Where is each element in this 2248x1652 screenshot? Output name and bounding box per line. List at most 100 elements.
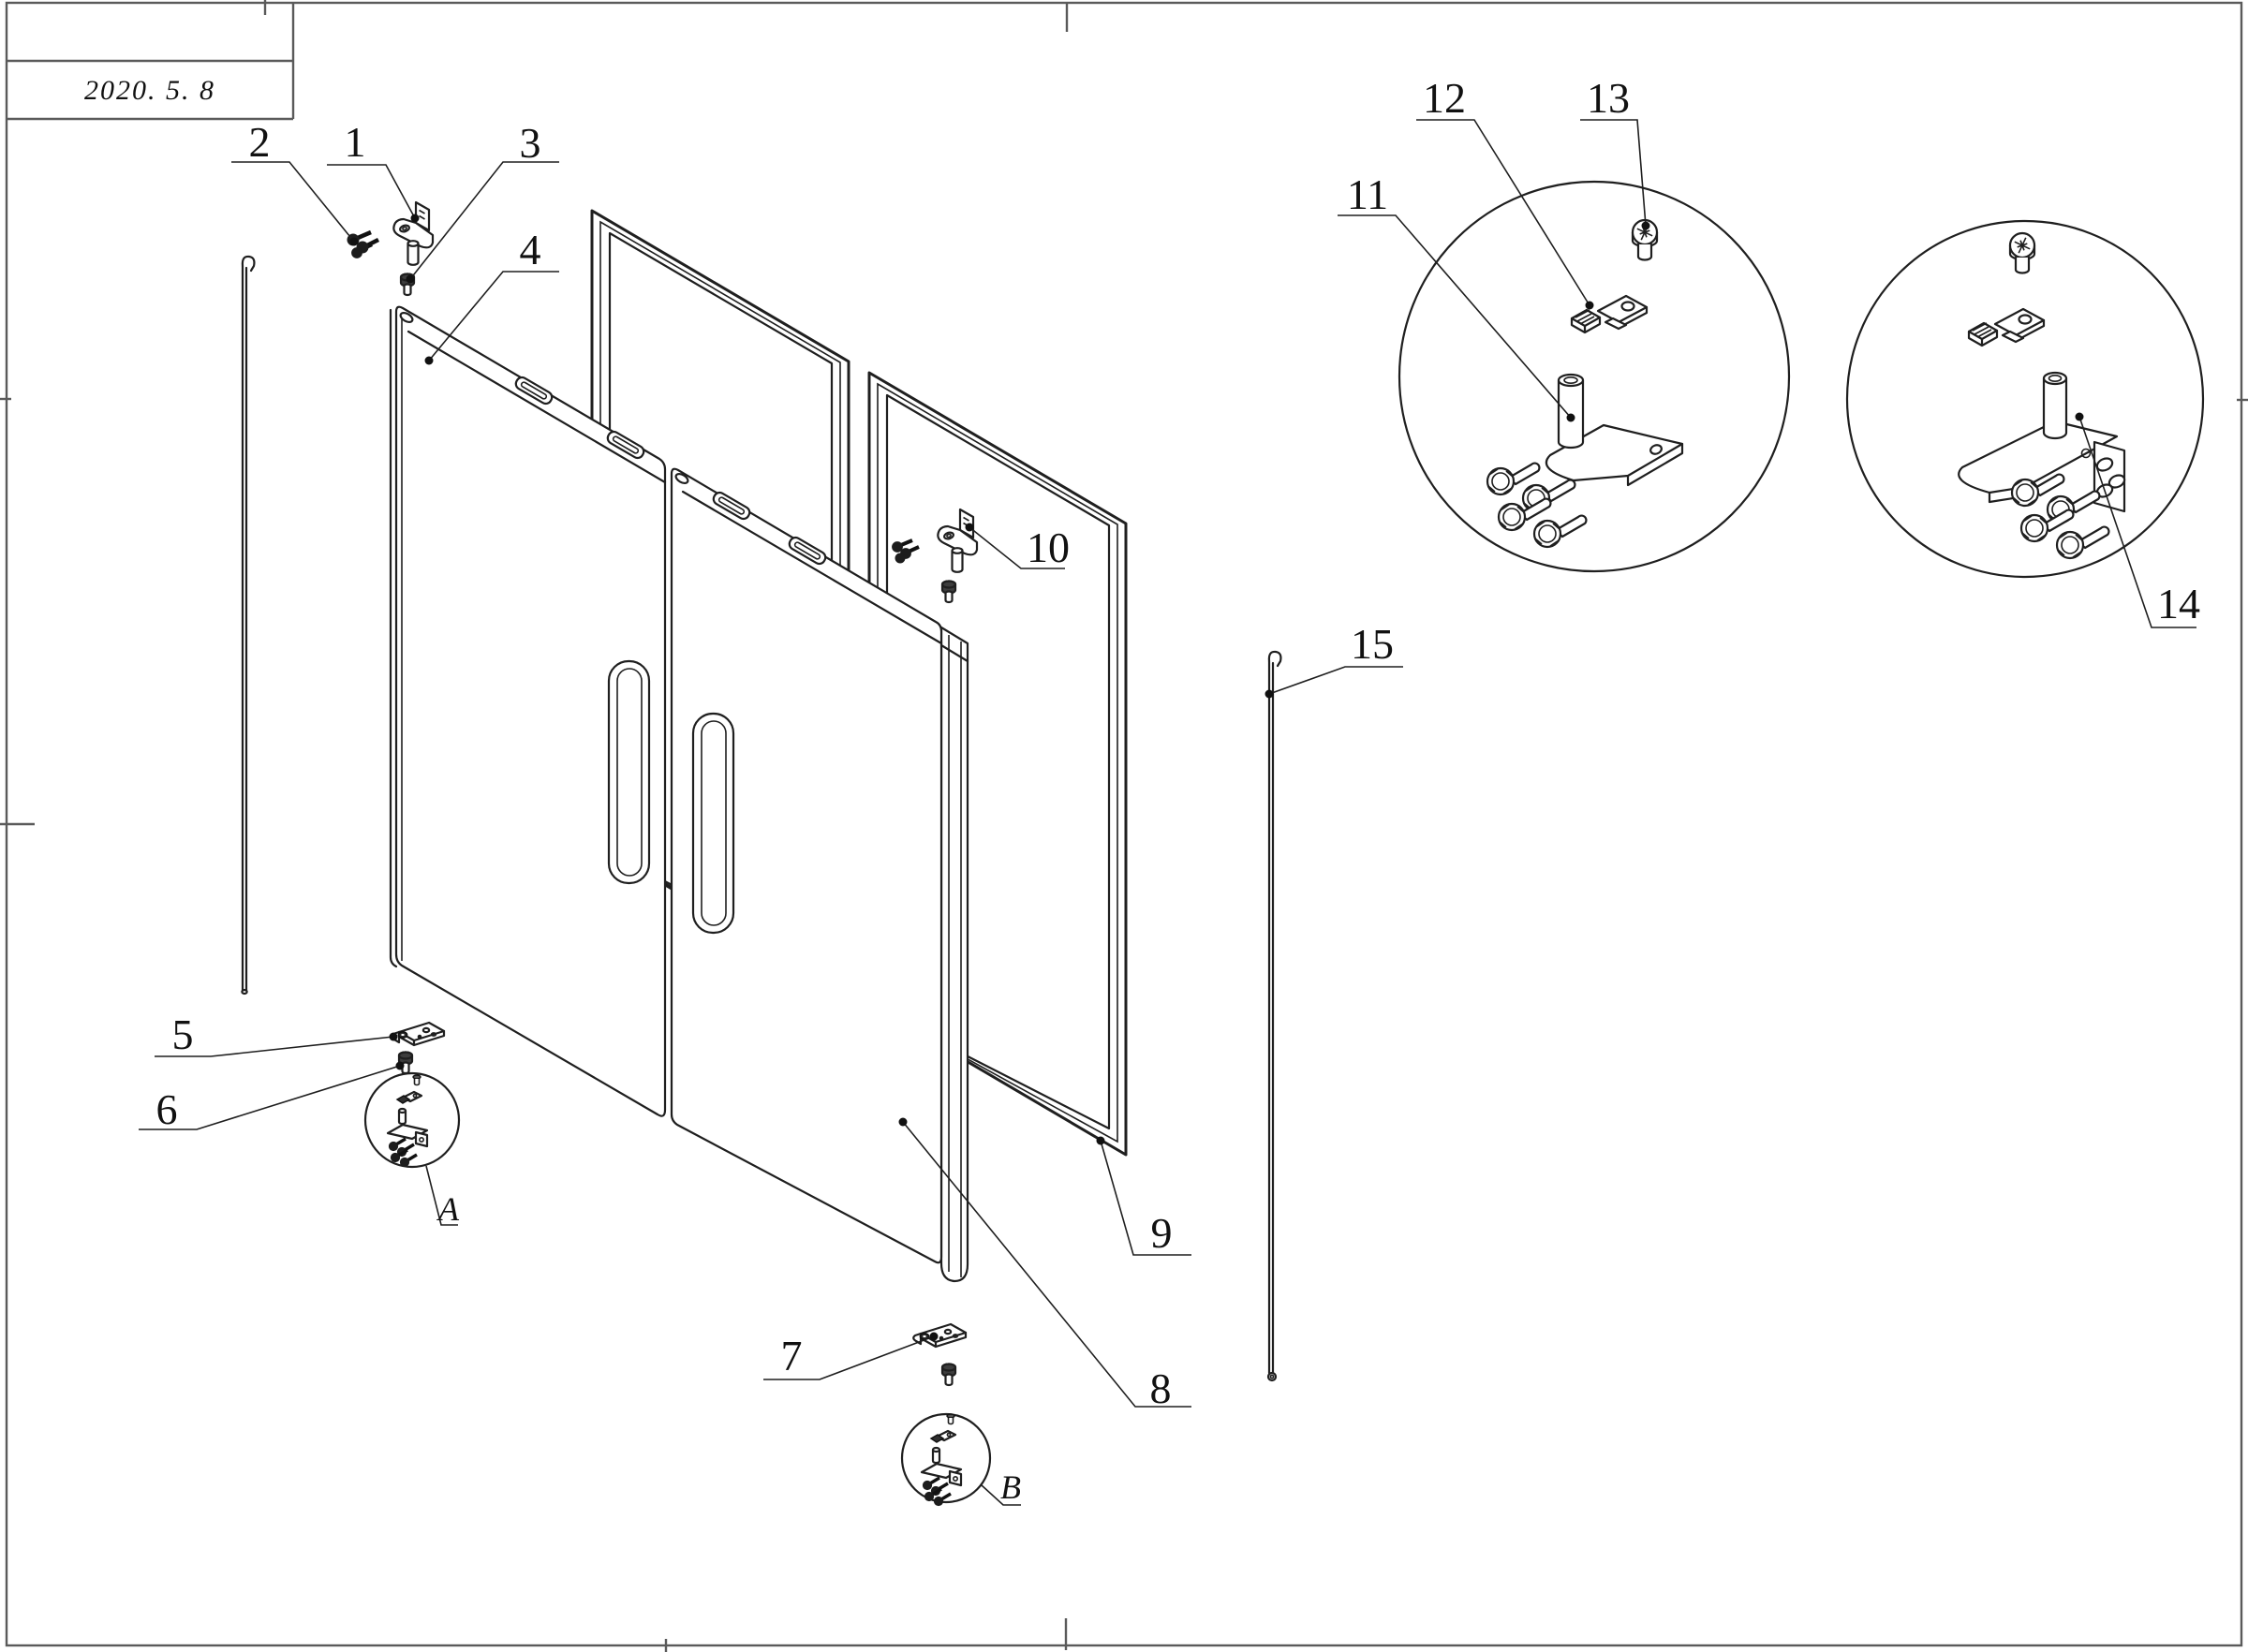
- revision-date: 2020. 5. 8: [84, 75, 215, 106]
- door-panel-right: [670, 467, 969, 1283]
- callout-label: 14: [2157, 580, 2200, 627]
- callout-dot: [389, 1032, 398, 1041]
- callout-leader-line: [155, 1036, 394, 1057]
- callout-leader-line: [1338, 214, 1572, 419]
- callout-A: A: [425, 1165, 460, 1228]
- part-11-hinge-pin-plate: [1545, 373, 1684, 487]
- part-7-bottom-hinge-plate: [912, 1322, 968, 1349]
- callout-dot: [1566, 413, 1575, 422]
- callout-B: B: [981, 1468, 1021, 1506]
- detail-circle: [1398, 180, 1791, 573]
- callout-leader-line: [981, 1484, 1021, 1506]
- callout-label: A: [436, 1190, 460, 1228]
- callout-11: 11: [1338, 170, 1575, 422]
- callout-label: 9: [1151, 1209, 1173, 1257]
- callout-label: 11: [1347, 170, 1388, 218]
- part-5-bottom-hinge-plate: [391, 1021, 446, 1047]
- callout-15: 15: [1264, 620, 1403, 699]
- callout-label: 6: [156, 1085, 178, 1133]
- part-10-screw-set: [892, 538, 920, 564]
- callout-8: 8: [898, 1117, 1191, 1412]
- part-1-top-hinge-bracket: [392, 200, 435, 266]
- callout-leader-line: [327, 164, 416, 219]
- callout-label: 2: [249, 118, 271, 166]
- door-handle-right: [691, 712, 735, 935]
- callout-dot: [965, 523, 974, 532]
- callout-label: B: [1000, 1468, 1021, 1506]
- door-top-band: [681, 490, 943, 645]
- callout-7: 7: [763, 1332, 939, 1380]
- callout-leader-line: [428, 271, 559, 361]
- callout-dot: [1585, 301, 1594, 310]
- callout-2: 2: [231, 118, 359, 246]
- hinge-pin-hole: [399, 311, 414, 324]
- door-handle-left: [607, 659, 651, 885]
- callout-3: 3: [406, 119, 559, 284]
- callout-leader-line: [1268, 666, 1403, 695]
- callout-leader-line: [231, 161, 355, 243]
- callout-label: 7: [781, 1332, 803, 1379]
- callout-label: 1: [345, 118, 366, 166]
- callout-dot: [1096, 1136, 1105, 1145]
- callout-9: 9: [1096, 1136, 1191, 1257]
- hinge-pin-hole: [674, 472, 689, 485]
- corner-hinge-screw: [2008, 231, 2036, 274]
- door-right-edge-face: [939, 626, 969, 1283]
- callout-dot: [406, 274, 415, 284]
- detail-circle: [900, 1412, 992, 1504]
- callout-1: 1: [327, 118, 420, 223]
- callout-dot: [424, 356, 434, 365]
- callout-label: 15: [1351, 620, 1394, 668]
- trim-rod-left: [241, 255, 256, 996]
- callout-leader-line: [1580, 119, 1647, 227]
- callout-5: 5: [155, 1010, 398, 1058]
- part-7-shoulder-screw: [940, 1363, 957, 1387]
- callout-leader-line: [902, 1121, 1191, 1408]
- callout-dot: [410, 214, 420, 223]
- detail-circle: [363, 1071, 461, 1169]
- part-14-corner-hinge-bracket: [1958, 371, 2126, 513]
- callout-dot: [395, 1061, 405, 1070]
- callout-leader-line: [1100, 1140, 1191, 1256]
- callout-dot: [929, 1332, 939, 1341]
- callout-6: 6: [139, 1061, 405, 1133]
- callout-leader-line: [425, 1165, 458, 1226]
- callout-label: 3: [520, 119, 541, 167]
- corner-hinge-clip: [1967, 307, 2046, 347]
- callout-leader-line: [139, 1065, 401, 1130]
- callout-14: 14: [2075, 412, 2200, 628]
- title-block: 2020. 5. 8: [7, 3, 295, 121]
- callout-12: 12: [1416, 74, 1594, 310]
- callout-label: 12: [1423, 74, 1466, 122]
- callout-dot: [2075, 412, 2084, 421]
- callout-leader-line: [409, 161, 559, 280]
- heater-rod-15: [1266, 650, 1282, 1382]
- callout-4: 4: [424, 226, 559, 365]
- callout-label: 8: [1150, 1364, 1172, 1412]
- callout-dot: [349, 237, 359, 246]
- callout-leader-line: [969, 526, 1065, 569]
- detail-view-corner-hinge: [1845, 219, 2205, 579]
- detail-view-top-hinge: [1398, 180, 1791, 573]
- callout-leader-line: [1416, 119, 1590, 306]
- callout-10: 10: [965, 523, 1070, 571]
- callout-dot: [1641, 221, 1650, 230]
- detail-view-A: [363, 1071, 461, 1169]
- callout-dot: [898, 1117, 908, 1127]
- detail-circle: [1845, 219, 2205, 579]
- callout-leader-line: [2078, 416, 2196, 628]
- door-top-band: [407, 330, 667, 484]
- callout-13: 13: [1580, 74, 1650, 230]
- door-left-edge-outer: [389, 308, 398, 968]
- detail-view-B: [900, 1412, 992, 1506]
- callout-label: 4: [520, 226, 541, 273]
- callout-label: 10: [1027, 524, 1070, 571]
- callout-label: 5: [172, 1010, 194, 1058]
- part-12-latch-clip: [1570, 294, 1649, 334]
- door-panel-left: [389, 305, 667, 1117]
- callout-leader-line: [763, 1335, 935, 1380]
